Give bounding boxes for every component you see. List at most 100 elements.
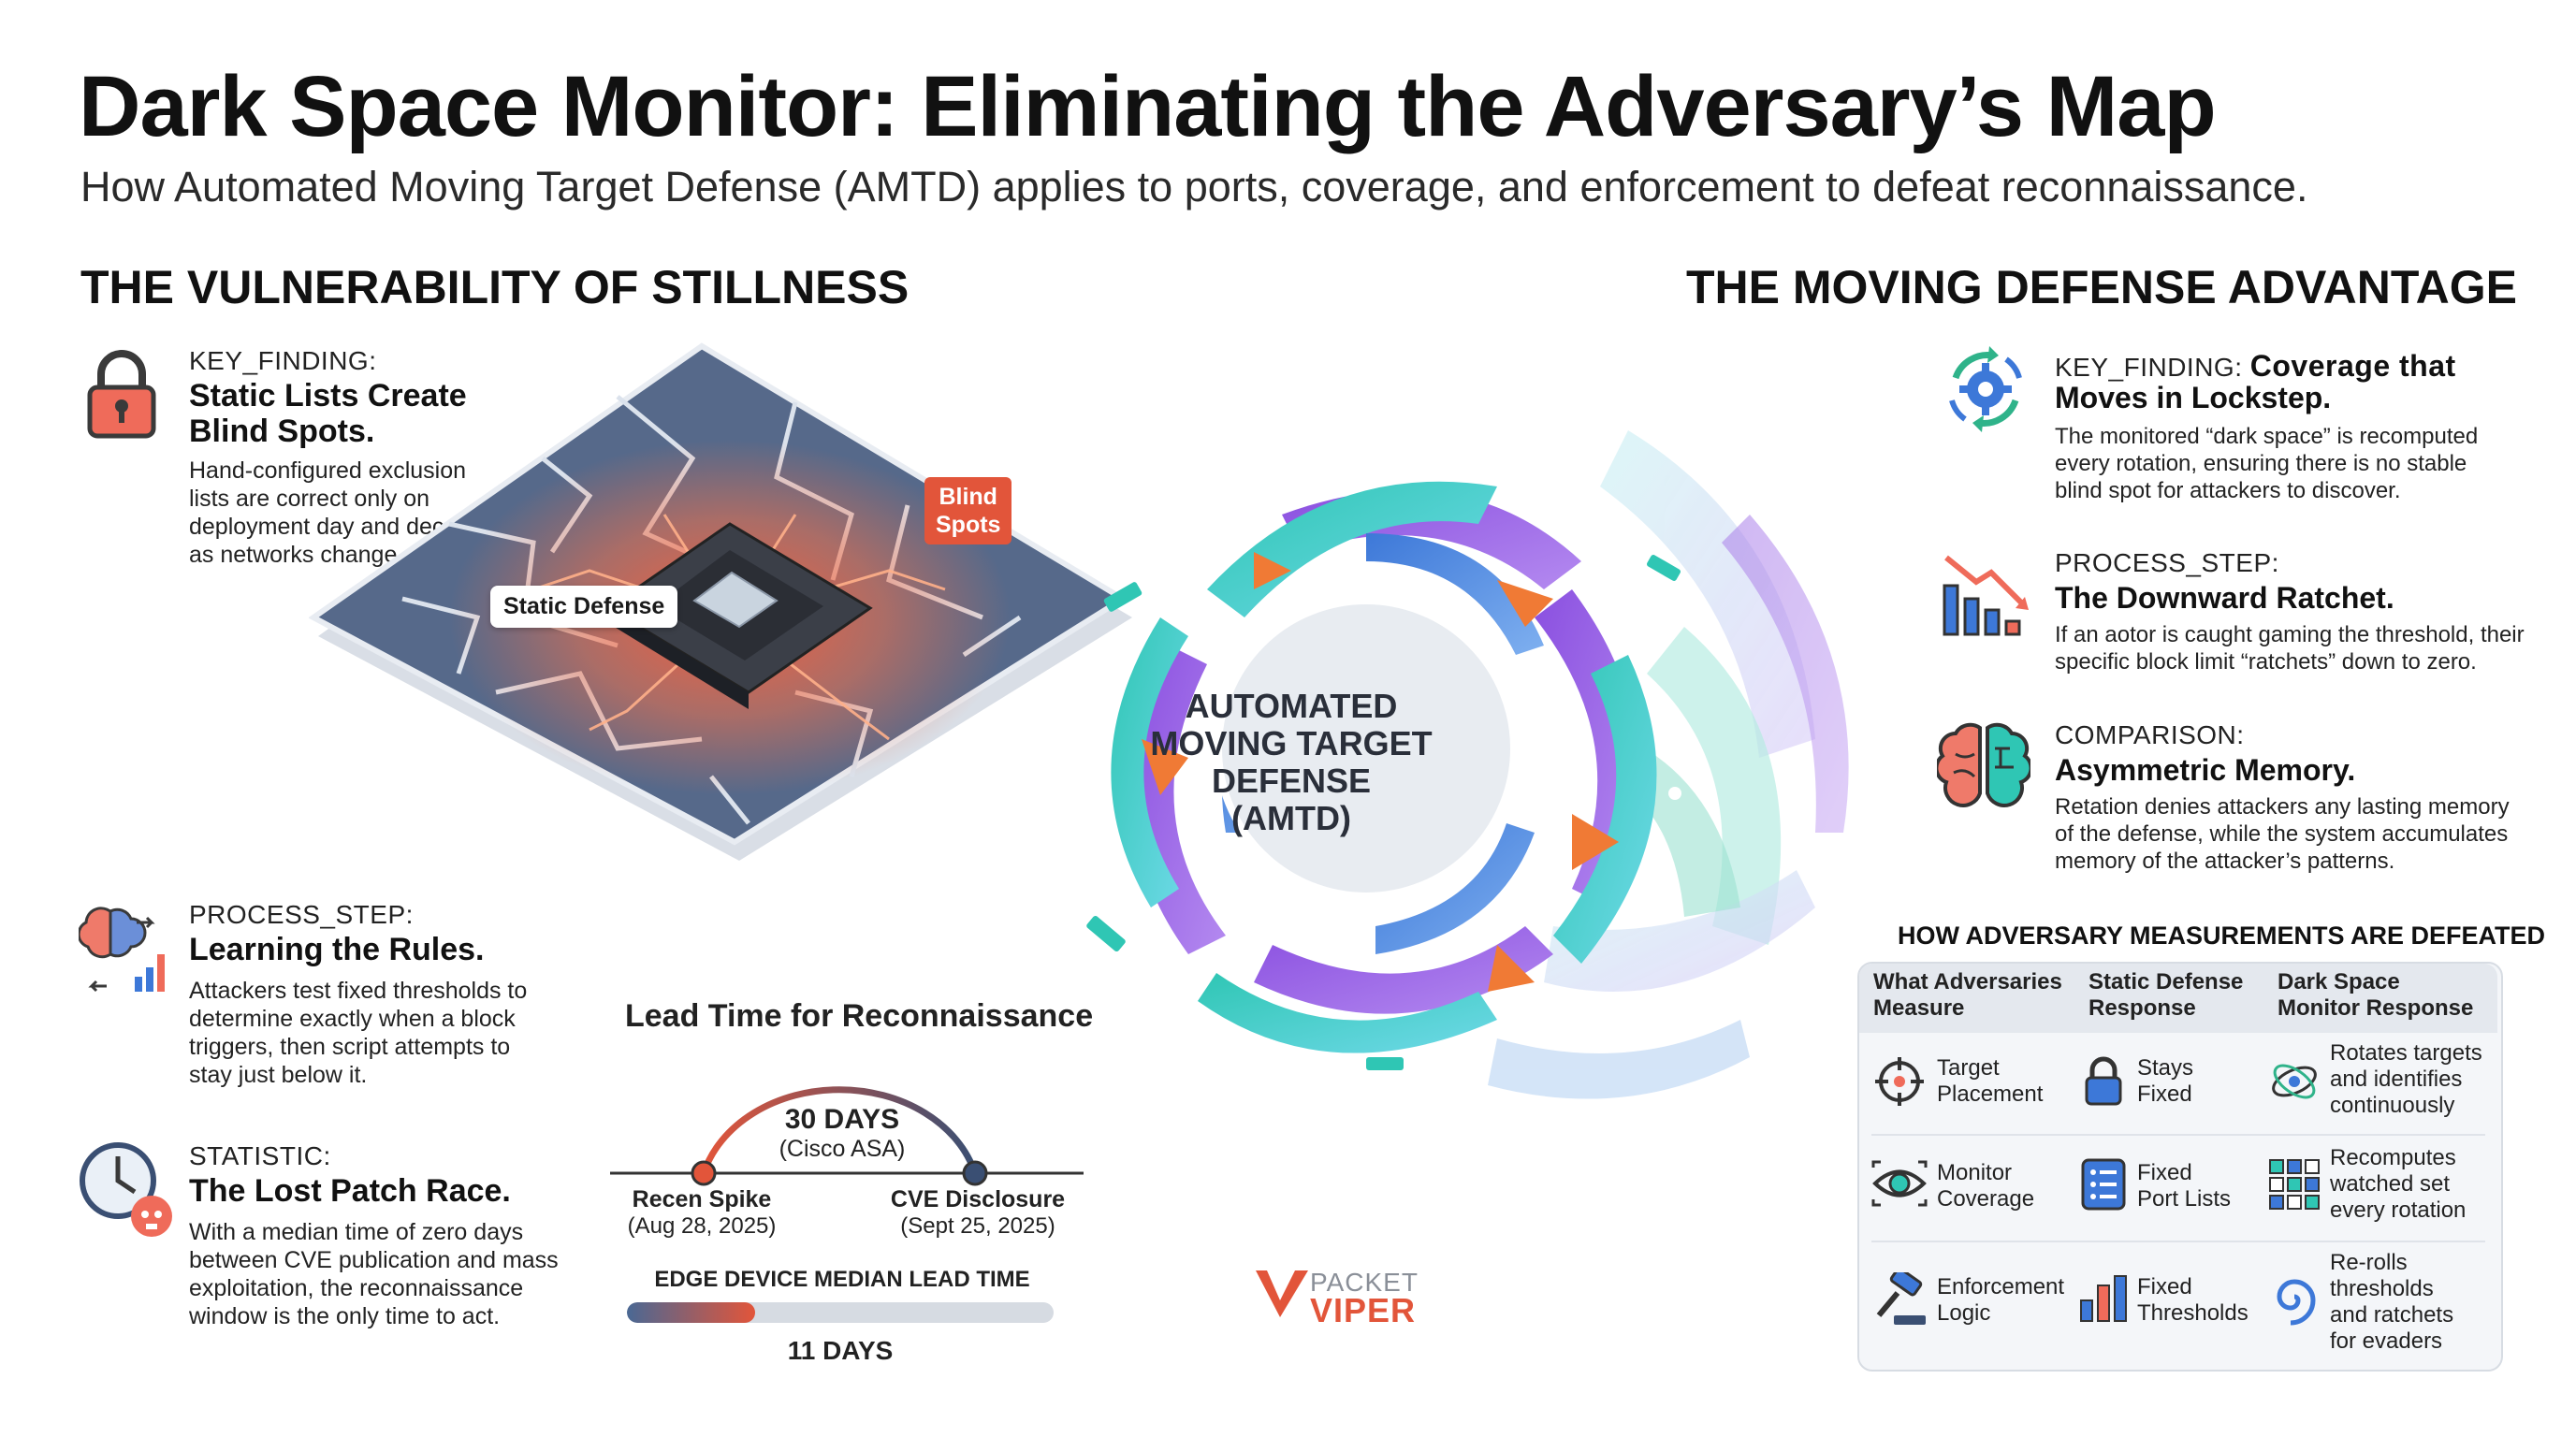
page-title: Dark Space Monitor: Eliminating the Adve… bbox=[79, 59, 2217, 154]
cell-line: and ratchets bbox=[2330, 1302, 2454, 1328]
brain-learning-icon bbox=[79, 907, 165, 993]
body-line: of the defense, while the system accumul… bbox=[2055, 821, 2509, 847]
recon-spike-title: Recen Spike bbox=[632, 1186, 772, 1212]
arc-value: 30 DAYS (Cisco ASA) bbox=[749, 1104, 936, 1163]
right-finding1-title-line1: Coverage that bbox=[2249, 349, 2456, 383]
left-section-heading: THE VULNERABILITY OF STILLNESS bbox=[80, 261, 910, 313]
page-subtitle: How Automated Moving Target Defense (AMT… bbox=[80, 163, 2308, 210]
cpu-edge bbox=[608, 608, 749, 709]
eye-icon bbox=[1871, 1160, 1928, 1207]
left-finding1-title-line1: Static Lists Create bbox=[189, 378, 467, 414]
cell-line: and identifies bbox=[2330, 1067, 2463, 1092]
recon-spike-label: Recen Spike (Aug 28, 2025) bbox=[608, 1186, 795, 1240]
swirl-teal-chips bbox=[1086, 555, 1681, 1070]
body-line: specific block limit “ratchets” down to … bbox=[2055, 649, 2477, 675]
body-line: memory of the attacker’s patterns. bbox=[2055, 849, 2395, 874]
body-line: between CVE publication and mass bbox=[189, 1247, 559, 1273]
body-line: With a median time of zero days bbox=[189, 1219, 524, 1245]
cell-line: Fixed bbox=[2137, 1160, 2192, 1185]
right-finding2-kicker: PROCESS_STEP: bbox=[2055, 548, 2279, 577]
header-line: What Adversaries bbox=[1873, 969, 2062, 994]
left-finding3-body: With a median time of zero days between … bbox=[189, 1218, 559, 1330]
packet-viper-logo-mark bbox=[1256, 1270, 1308, 1317]
gear-rotation-icon bbox=[1949, 346, 2022, 432]
edge-lead-time-fill bbox=[627, 1302, 755, 1323]
cell-line: continuously bbox=[2330, 1093, 2455, 1118]
header-line: Monitor Response bbox=[2278, 995, 2474, 1021]
arc-value-note: (Cisco ASA) bbox=[779, 1136, 906, 1162]
body-line: blind spot for attackers to discover. bbox=[2055, 478, 2401, 503]
right-finding1-body: The monitored “dark space” is recomputed… bbox=[2055, 423, 2478, 504]
right-finding3-kicker: COMPARISON: bbox=[2055, 720, 2245, 749]
amtd-swirl bbox=[1086, 430, 1849, 1099]
blind-spots-line1: Blind bbox=[939, 484, 997, 510]
cell-line: Placement bbox=[1937, 1081, 2044, 1107]
cell-line: Coverage bbox=[1937, 1186, 2035, 1212]
right-finding2-title: The Downward Ratchet. bbox=[2055, 581, 2394, 615]
cell-line: Stays bbox=[2137, 1055, 2194, 1081]
body-line: Hand-configured exclusion bbox=[189, 457, 467, 484]
timeline-arc bbox=[700, 1086, 979, 1175]
blind-spots-label: Blind Spots bbox=[924, 477, 1012, 544]
edge-lead-time-bar bbox=[627, 1302, 1054, 1323]
cell-line: Enforcement bbox=[1937, 1274, 2065, 1299]
cell-line: Fixed bbox=[2137, 1081, 2192, 1107]
recon-spike-date: (Aug 28, 2025) bbox=[627, 1213, 777, 1239]
row-divider bbox=[1871, 1134, 2485, 1136]
edge-lead-time-label: EDGE DEVICE MEDIAN LEAD TIME bbox=[654, 1267, 1030, 1292]
logo-line1: PACKET bbox=[1310, 1268, 1419, 1297]
right-finding1-title-line2: Moves in Lockstep. bbox=[2055, 381, 2332, 414]
table-header-bg bbox=[1859, 964, 2497, 1033]
cell-line: Port Lists bbox=[2137, 1186, 2232, 1212]
body-line: every rotation, ensuring there is no sta… bbox=[2055, 451, 2467, 476]
cve-disclosure-date: (Sept 25, 2025) bbox=[900, 1213, 1055, 1239]
cve-disclosure-marker bbox=[962, 1160, 988, 1186]
swirl-orange-accents bbox=[1142, 552, 1619, 992]
cell-line: for evaders bbox=[2330, 1328, 2443, 1354]
lead-time-arc bbox=[610, 1086, 1084, 1186]
timeline-title: Lead Time for Reconnaissance bbox=[625, 998, 1094, 1034]
list-icon bbox=[2081, 1158, 2126, 1211]
cpu-die bbox=[692, 571, 779, 629]
cell-line: Logic bbox=[1937, 1300, 1991, 1326]
cell-line: watched set bbox=[2330, 1171, 2451, 1197]
bar-chart-icon bbox=[2080, 1275, 2127, 1322]
body-line: triggers, then script attempts to bbox=[189, 1034, 511, 1060]
amtd-hub-label: AUTOMATED MOVING TARGET DEFENSE (AMTD) bbox=[1118, 688, 1464, 837]
recon-spike-marker bbox=[691, 1160, 717, 1186]
clock-skull-icon bbox=[80, 1142, 172, 1237]
downward-ratchet-icon bbox=[1943, 555, 2029, 636]
left-finding2-body: Attackers test fixed thresholds to deter… bbox=[189, 977, 527, 1089]
arc-value-days: 30 DAYS bbox=[784, 1104, 900, 1135]
body-line: exploitation, the reconnaissance bbox=[189, 1275, 524, 1301]
cell-line: Fixed bbox=[2137, 1274, 2192, 1299]
cell-line: thresholds bbox=[2330, 1276, 2434, 1301]
cve-disclosure-title: CVE Disclosure bbox=[890, 1186, 1066, 1212]
logo-line2: VIPER bbox=[1310, 1291, 1417, 1329]
cve-disclosure-label: CVE Disclosure (Sept 25, 2025) bbox=[875, 1186, 1081, 1240]
body-line: deployment day and decay bbox=[189, 514, 469, 540]
blind-spots-line2: Spots bbox=[936, 512, 1001, 538]
cell-line: every rotation bbox=[2330, 1198, 2467, 1223]
table-title: HOW ADVERSARY MEASUREMENTS ARE DEFEATED bbox=[1898, 922, 2546, 950]
packet-viper-logo: PACKET VIPER bbox=[1310, 1268, 1419, 1329]
edge-lead-time-value: 11 DAYS bbox=[787, 1336, 894, 1365]
right-section-heading: THE MOVING DEFENSE ADVANTAGE bbox=[1686, 261, 2518, 313]
body-line: as networks change. bbox=[189, 542, 404, 568]
header-line: Response bbox=[2088, 995, 2196, 1021]
static-defense-label: Static Defense bbox=[490, 586, 678, 628]
body-line: Attackers test fixed thresholds to bbox=[189, 978, 528, 1004]
orbit-icon bbox=[2272, 1064, 2317, 1099]
header-line: Dark Space bbox=[2278, 969, 2400, 994]
sparkle bbox=[1668, 787, 1681, 800]
hub-line: MOVING TARGET bbox=[1150, 724, 1433, 762]
cell-line: Re-rolls bbox=[2330, 1250, 2408, 1275]
header-line: Static Defense bbox=[2088, 969, 2244, 994]
